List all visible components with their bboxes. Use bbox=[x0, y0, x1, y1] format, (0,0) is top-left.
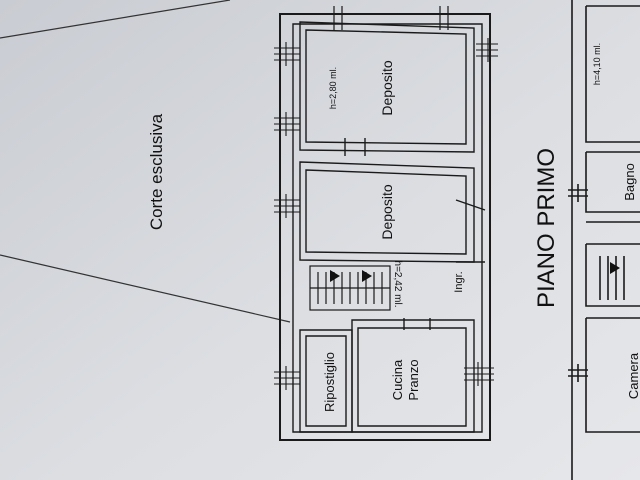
stair-height-label: h=2,42 ml. bbox=[392, 261, 403, 308]
building-outline bbox=[279, 13, 491, 441]
bagno-label: Bagno bbox=[622, 163, 637, 201]
room-deposito-upper bbox=[299, 21, 475, 156]
floor-title: PIANO PRIMO bbox=[533, 148, 560, 308]
adjacent-building bbox=[568, 0, 640, 480]
top-ticks bbox=[333, 6, 449, 30]
deposito-upper-height: h=2,80 ml. bbox=[328, 67, 338, 109]
room-deposito-middle bbox=[299, 161, 486, 263]
camera-label: Camera bbox=[626, 352, 640, 399]
pranzo-label: Pranzo bbox=[406, 359, 421, 400]
cucina-label: Cucina bbox=[390, 359, 405, 400]
deposito-upper-label: Deposito bbox=[379, 60, 395, 115]
room-cucina-pranzo bbox=[351, 318, 475, 433]
ripostiglio-label: Ripostiglio bbox=[322, 352, 337, 412]
window-marks-left bbox=[274, 42, 300, 390]
window-marks-right bbox=[464, 38, 498, 386]
right-height-label: h=4,10 ml. bbox=[592, 43, 602, 85]
stair-area bbox=[309, 265, 391, 311]
entrance-label: Ingr. bbox=[453, 271, 465, 292]
yard-boundary bbox=[0, 0, 291, 323]
deposito-middle-label: Deposito bbox=[379, 184, 395, 239]
yard-label: Corte esclusiva bbox=[147, 113, 166, 230]
